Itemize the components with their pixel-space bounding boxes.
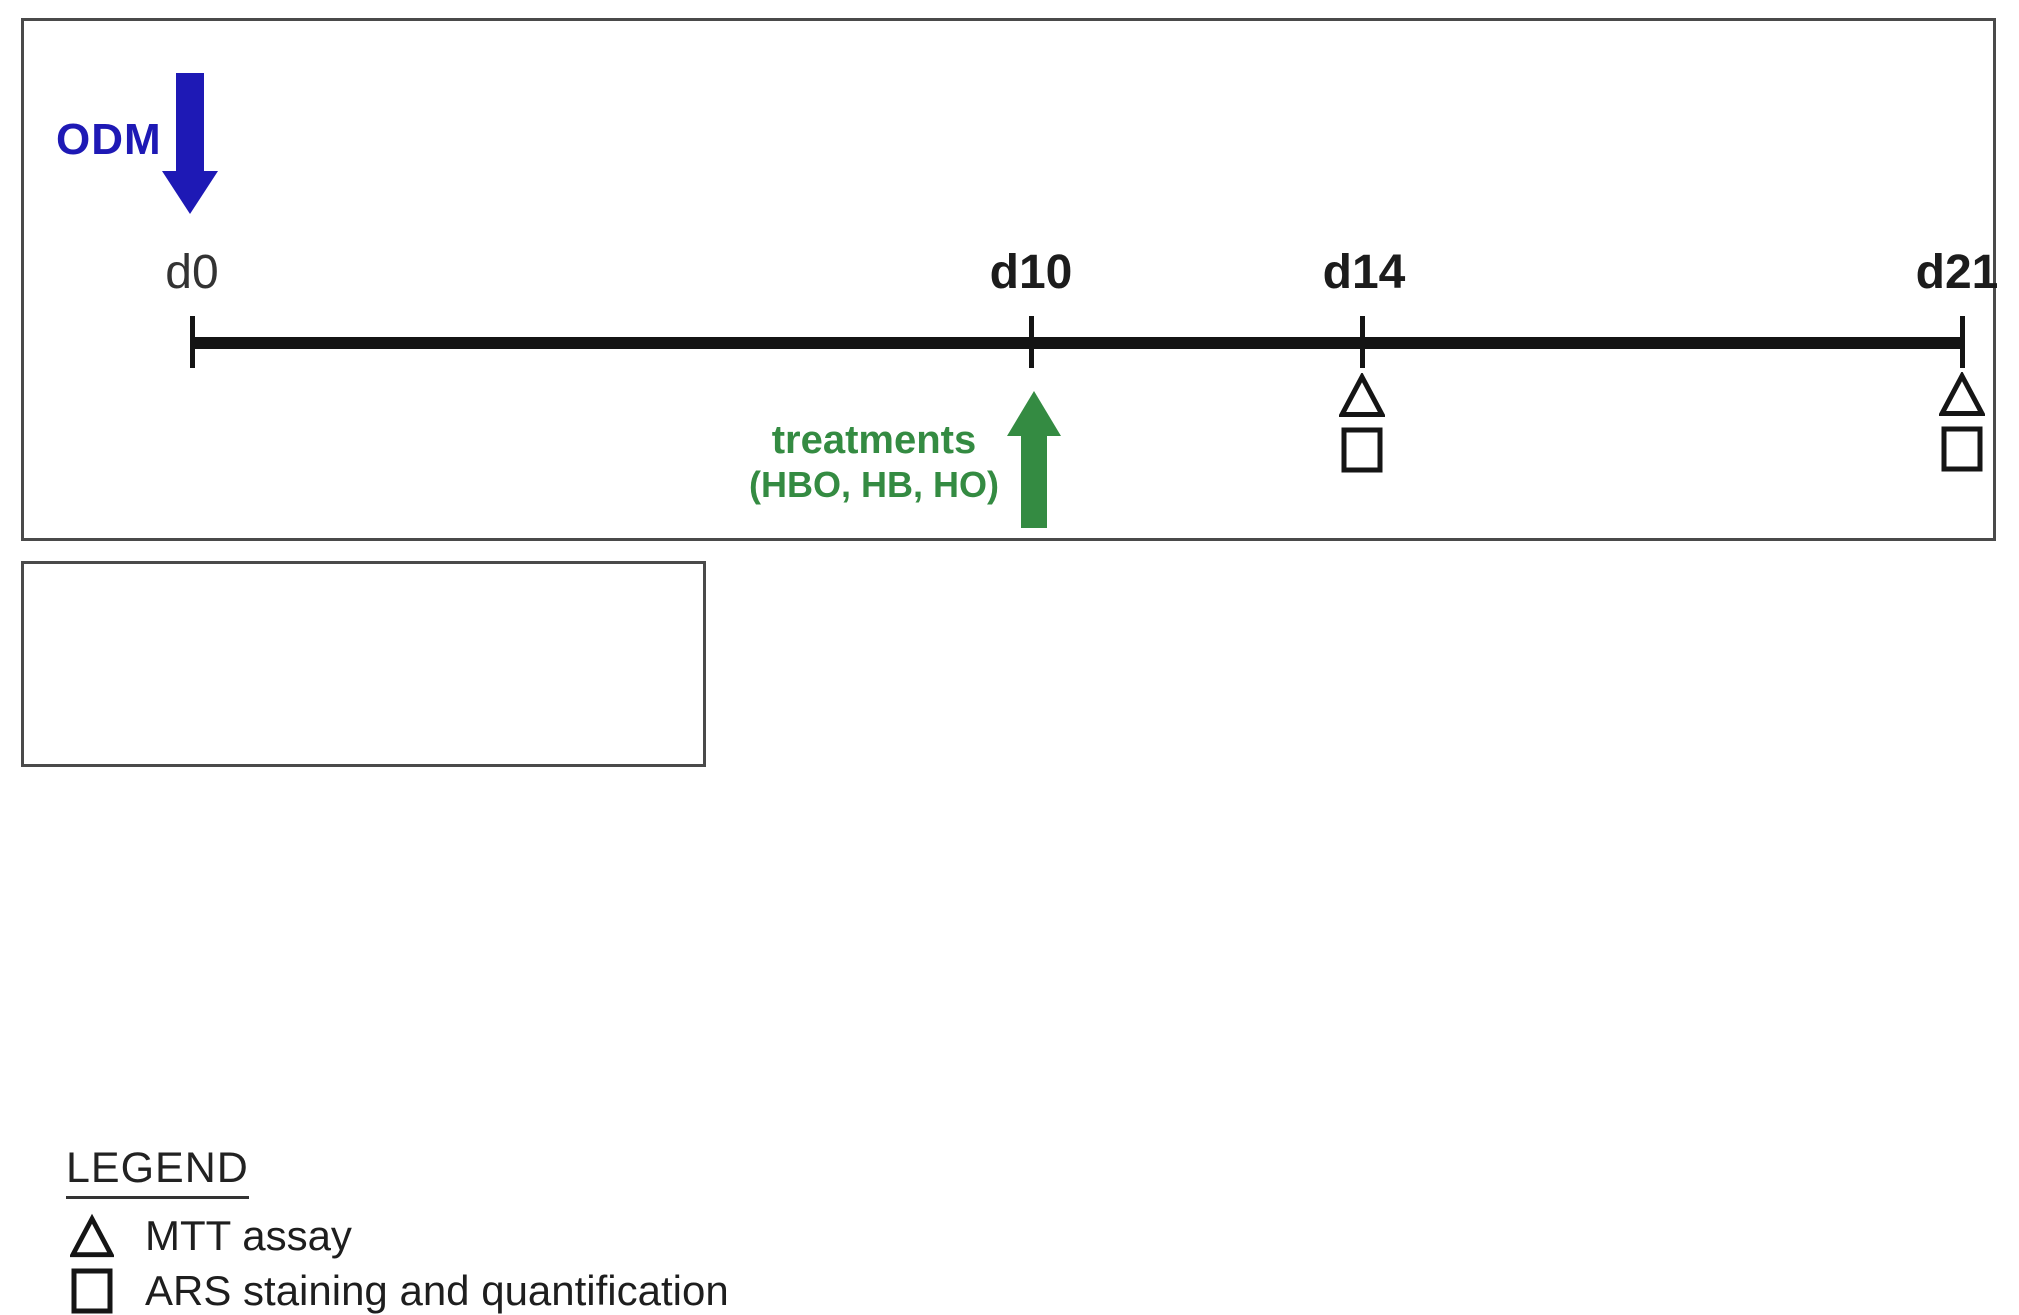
timepoint-label-d10: d10	[989, 246, 1073, 299]
odm-down-arrow-icon	[162, 73, 218, 214]
treatments-arrow-shaft	[1021, 434, 1047, 528]
odm-arrow-shaft	[176, 73, 204, 173]
treatments-label-detail: (HBO, HB, HO)	[749, 464, 999, 506]
odm-arrow-head	[162, 171, 218, 214]
treatments-arrow-head	[1007, 391, 1061, 436]
tick-d21	[1960, 316, 1965, 368]
square-icon	[1341, 427, 1383, 473]
square-icon	[69, 1268, 115, 1314]
treatments-label: treatments (HBO, HB, HO)	[724, 417, 1024, 507]
timeline-axis	[192, 337, 1962, 349]
tick-d14	[1360, 316, 1365, 368]
legend-item-ars: ARS staining and quantification	[69, 1267, 729, 1315]
figure-canvas: { "figure": { "odm": { "label": "ODM" },…	[21, 18, 1999, 1314]
tick-d0	[190, 316, 195, 368]
triangle-icon	[1939, 372, 1985, 416]
tick-d10	[1029, 316, 1034, 368]
timeline-panel: ODM d0 d10 d14 d21 treatments (HBO, HB, …	[21, 18, 1999, 541]
timepoint-label-d21: d21	[1915, 246, 1999, 299]
legend-item-label: ARS staining and quantification	[145, 1267, 729, 1314]
odm-label: ODM	[56, 115, 162, 164]
timepoint-label-d14: d14	[1322, 246, 1406, 299]
triangle-icon	[69, 1213, 115, 1260]
legend-title: LEGEND	[66, 1144, 249, 1199]
treatments-up-arrow-icon	[1007, 391, 1061, 528]
timepoint-label-d0: d0	[165, 246, 219, 299]
legend-panel: LEGEND MTT assay ARS staining and quanti…	[21, 561, 729, 1314]
legend-item-label: MTT assay	[145, 1212, 352, 1259]
square-icon	[1941, 426, 1983, 472]
triangle-icon	[1339, 373, 1385, 417]
treatments-label-main: treatments	[771, 418, 977, 462]
legend-item-mtt: MTT assay	[69, 1212, 352, 1260]
